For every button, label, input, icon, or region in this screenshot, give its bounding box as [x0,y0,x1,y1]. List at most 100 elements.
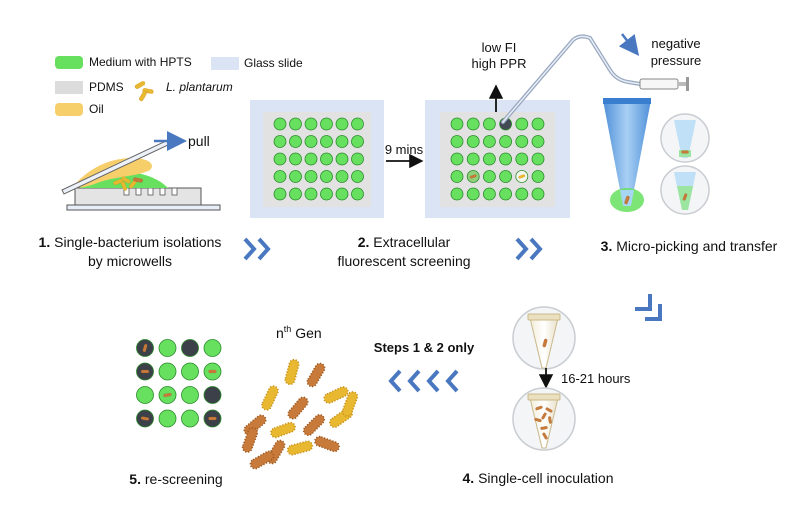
step2-title-line1: 2. Extracellular [358,234,451,250]
micropipette [501,34,642,124]
microwell [289,135,302,148]
microwell [515,152,529,166]
step3-title: 3. Micro-picking and transfer [601,238,778,254]
microwell [158,339,177,357]
microwell [335,152,349,166]
microwell [273,170,287,183]
tube-after [512,387,576,451]
microwell [320,170,333,183]
bacterium-in-well [208,416,217,421]
step3-pressure-line2: pressure [651,53,702,68]
microwell [289,170,302,183]
dark-microwell [203,386,222,404]
microwell [531,187,545,201]
microwell [289,117,302,131]
microwell [482,152,496,166]
legend-bacterium-label: L. plantarum [166,80,233,94]
microwell [335,135,349,148]
microwell [289,187,302,201]
rescreen-grid [136,339,222,428]
microwell [499,170,513,183]
pressure-arrow [618,33,640,56]
microwell [450,135,464,148]
repeat-label: Steps 1 & 2 only [374,340,475,355]
step2-criteria-line2: high PPR [472,56,527,71]
step2-slide-after [425,100,570,218]
microwell [335,117,349,131]
step2-title-line2: fluorescent screening [337,253,470,269]
chevron-right-icon [515,237,543,261]
zoom-circle [660,113,710,163]
microwell [531,152,545,166]
microwell [181,386,199,404]
microwell [304,170,318,183]
microwell [515,117,529,131]
microwell [289,152,302,166]
step1-title-line2: by microwells [88,253,172,269]
microwell [335,170,349,183]
microwell [351,135,364,148]
legend-medium-label: Medium with HPTS [89,55,192,69]
generation-label: nth Gen [276,324,322,341]
microwell [450,187,464,201]
legend: Medium with HPTS Glass slide PDMS L. pla… [55,55,303,116]
microwell [273,117,287,131]
microwell [273,187,287,201]
legend-oil-label: Oil [89,102,104,116]
microwell-grid [450,117,545,201]
microwell [466,117,480,131]
microwell-grid [273,117,364,201]
syringe [639,77,689,91]
microwell [304,187,318,201]
microwell [450,117,464,131]
microwell [351,187,364,201]
legend-glass-label: Glass slide [244,56,303,70]
step2-criteria-line1: low FI [482,40,517,55]
microwell [203,339,222,357]
step5-title: 5. re-screening [129,471,222,487]
microwell [499,187,513,201]
microwell [273,135,287,148]
pipette-tip [603,98,651,212]
dark-microwell [181,339,199,357]
legend-bacterium-icon [133,80,155,103]
microwell [351,170,364,183]
microwell [320,187,333,201]
microwell [466,135,480,148]
microwell [466,152,480,166]
step1-pull-label: pull [188,133,210,149]
microwell [158,362,177,381]
microwell [450,170,464,183]
microwell [531,117,545,131]
step2-time-label: 9 mins [385,142,424,157]
step1-microwells [123,187,178,196]
microwell [499,135,513,148]
chevron-left-icon [388,369,459,393]
zoom-circle [660,165,710,215]
microwell [466,187,480,201]
step4-title: 4. Single-cell inoculation [463,470,614,486]
microwell [450,152,464,166]
legend-oil-swatch [55,103,83,116]
microwell [273,152,287,166]
microwell [482,187,496,201]
step3-pressure-line1: negative [651,36,700,51]
microwell [515,187,529,201]
bacterium-in-well [140,369,150,374]
microwell [158,409,177,428]
legend-pdms-swatch [55,81,83,94]
microwell [136,386,154,404]
step1-title-line1: 1. Single-bacterium isolations [39,234,222,250]
microwell [351,117,364,131]
bacterium-in-well [208,369,217,374]
microwell [304,117,318,131]
microwell [335,187,349,201]
microwell [304,152,318,166]
legend-pdms-label: PDMS [89,80,124,94]
microwell [515,135,529,148]
microwell [531,170,545,183]
legend-glass-swatch [211,57,239,70]
step2-slide-before [250,100,384,218]
microwell [499,152,513,166]
